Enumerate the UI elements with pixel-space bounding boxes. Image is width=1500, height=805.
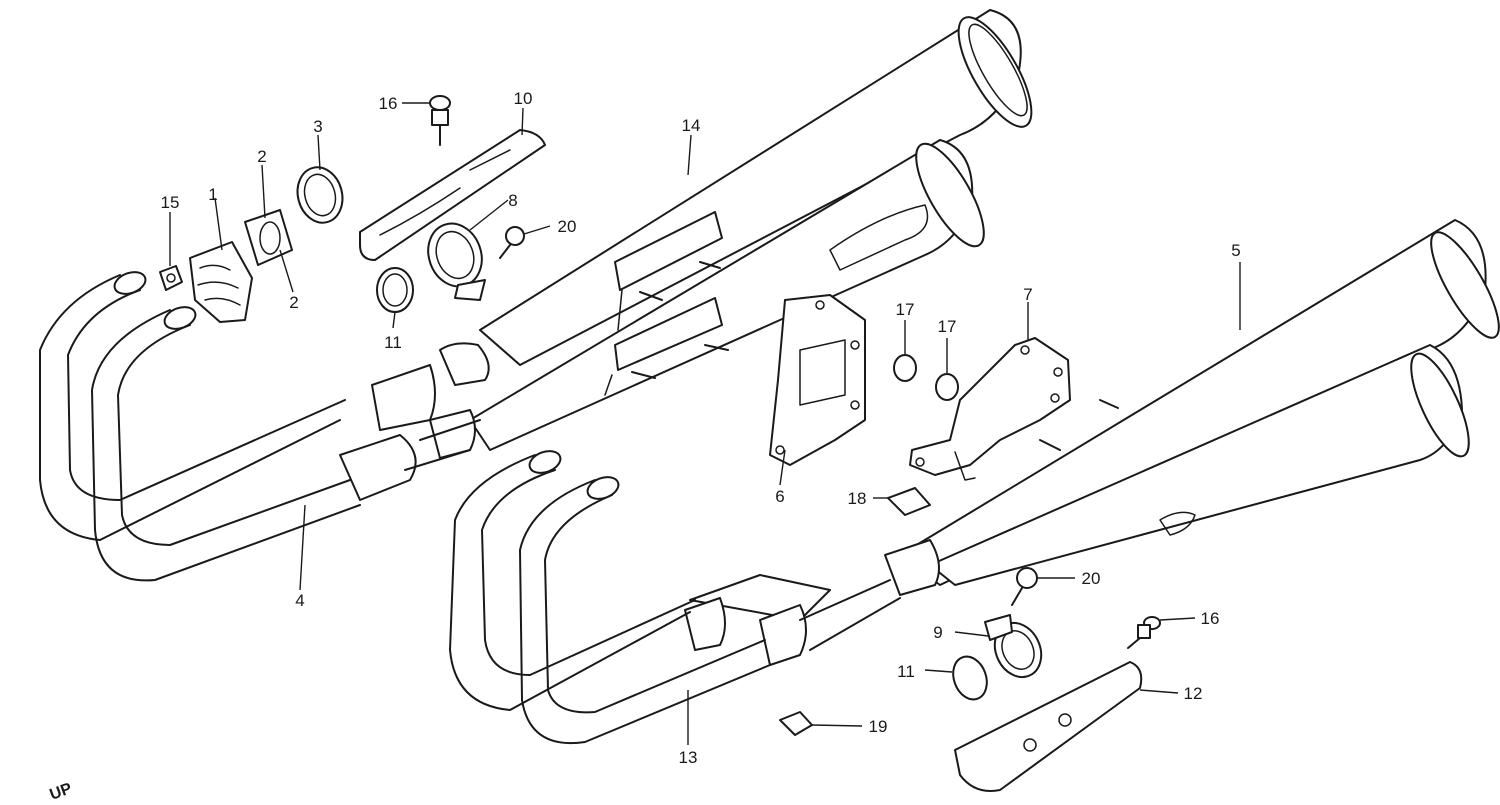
muffler-lower-right bbox=[929, 344, 1470, 586]
nut-17-right bbox=[935, 373, 959, 401]
nut-17-left bbox=[893, 354, 917, 382]
callout-14: 14 bbox=[682, 116, 701, 135]
callout-6: 6 bbox=[775, 487, 784, 506]
muffler-bracket-left bbox=[604, 211, 729, 396]
callout-18: 18 bbox=[848, 489, 867, 508]
exhaust-pipe-4 bbox=[39, 271, 481, 582]
callout-2-top: 2 bbox=[257, 147, 266, 166]
left-exhaust-assembly bbox=[39, 9, 1033, 582]
collar-11-upper bbox=[376, 267, 414, 313]
band-9 bbox=[984, 614, 1043, 679]
callout-15: 15 bbox=[161, 193, 180, 212]
callout-3: 3 bbox=[313, 117, 322, 136]
callout-20-upper: 20 bbox=[558, 217, 577, 236]
heat-shield-10 bbox=[359, 129, 546, 261]
callout-11-upper: 11 bbox=[384, 333, 402, 352]
corner-direction-label: UP bbox=[48, 780, 75, 804]
nut-18 bbox=[887, 487, 931, 516]
nut-19 bbox=[779, 711, 813, 736]
bracket-7 bbox=[909, 337, 1071, 481]
bolt-16-upper bbox=[429, 95, 451, 146]
callout-13: 13 bbox=[679, 748, 698, 767]
collar-11-lower bbox=[952, 655, 988, 701]
callout-17-right: 17 bbox=[938, 317, 957, 336]
bracket-6 bbox=[769, 294, 866, 466]
nut-15 bbox=[159, 265, 183, 291]
callout-17-left: 17 bbox=[896, 300, 915, 319]
callout-16-upper: 16 bbox=[379, 94, 398, 113]
muffler-5 bbox=[899, 219, 1500, 586]
exhaust-pipe-13 bbox=[449, 450, 901, 745]
callout-16-lower: 16 bbox=[1201, 609, 1220, 628]
leader-lines bbox=[169, 102, 1241, 745]
callout-20-lower: 20 bbox=[1082, 569, 1101, 588]
gasket-1 bbox=[189, 241, 253, 323]
callout-8: 8 bbox=[508, 191, 517, 210]
callout-12: 12 bbox=[1184, 684, 1203, 703]
bolt-20-upper bbox=[499, 226, 525, 259]
callout-11-lower: 11 bbox=[897, 662, 915, 681]
callout-7: 7 bbox=[1023, 285, 1032, 304]
bracket-7-studs bbox=[1039, 399, 1119, 451]
bolt-16-lower bbox=[1127, 616, 1161, 649]
band-8 bbox=[427, 222, 486, 301]
callout-9: 9 bbox=[933, 623, 942, 642]
callout-1: 1 bbox=[208, 185, 217, 204]
joint-collar-right bbox=[684, 539, 940, 666]
joint-collar-left bbox=[339, 342, 490, 501]
callout-10: 10 bbox=[514, 89, 533, 108]
callout-2-bottom: 2 bbox=[289, 293, 298, 312]
muffler-14 bbox=[479, 9, 1033, 366]
bolt-20-lower bbox=[1011, 567, 1038, 606]
heat-shield-12 bbox=[954, 661, 1143, 792]
gasket-3 bbox=[296, 166, 344, 224]
callout-4: 4 bbox=[295, 591, 304, 610]
callout-19: 19 bbox=[869, 717, 888, 736]
muffler-lower-left bbox=[469, 139, 985, 451]
right-exhaust-assembly bbox=[449, 219, 1500, 745]
callout-5: 5 bbox=[1231, 241, 1240, 260]
callouts: 1 2 2 3 4 5 6 7 8 9 10 11 11 12 13 14 15… bbox=[161, 89, 1241, 767]
collar-2 bbox=[244, 209, 293, 266]
